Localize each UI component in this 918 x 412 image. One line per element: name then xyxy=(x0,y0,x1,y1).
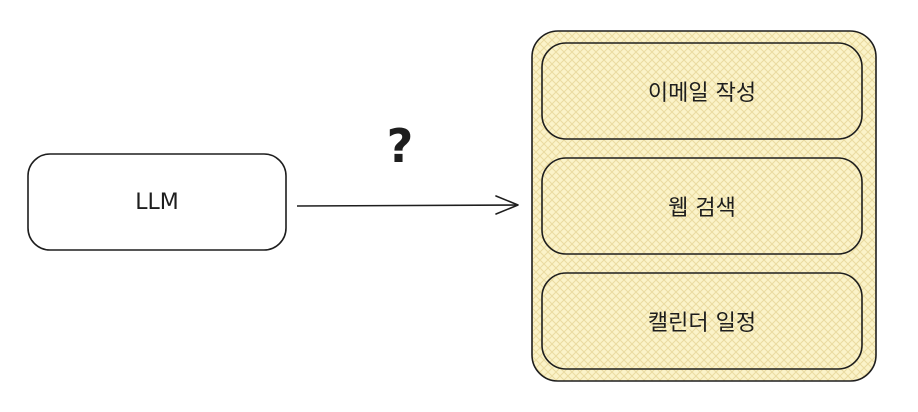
tool-box-email xyxy=(541,42,863,140)
tool-label-email: 이메일 작성 xyxy=(647,81,757,106)
llm-label: LLM xyxy=(135,189,179,215)
tool-box-web-search xyxy=(541,157,863,255)
tool-box-calendar xyxy=(541,272,863,370)
arrow-head xyxy=(495,195,519,215)
arrow-line xyxy=(296,204,519,207)
tool-label-calendar: 캘린더 일정 xyxy=(647,311,757,336)
arrow-question-mark: ? xyxy=(386,119,414,173)
tool-label-web-search: 웹 검색 xyxy=(668,196,736,221)
llm-box xyxy=(27,153,287,251)
arrow xyxy=(296,195,519,215)
